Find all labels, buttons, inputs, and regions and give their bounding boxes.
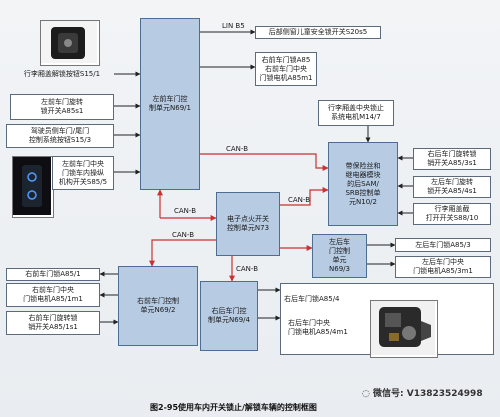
wechat-icon: ◌ [362,389,373,399]
box-lf-center-switch: 左前车门中央 门锁车内操纵 机构开关S85/5 [52,156,114,190]
box-rf-latch-switch: 右前车门旋转锁 销开关A85/1s1 [6,311,100,335]
label-canb-4: CAN-B [172,231,194,239]
box-trunk-release-switch: 行李厢盖解锁按钮S15/1 [23,69,101,78]
watermark: ◌ 微信号: V13823524998 [362,386,483,399]
bus-n73-n69-2 [149,239,216,267]
trunk-switch-image [41,21,97,63]
box-rl-latch-switch: 左后车门旋转 锁开关A85/4s1 [413,176,491,198]
caption-number: 图2-95 [150,403,179,412]
label-canb-3: CAN-B [288,196,310,204]
door-switch-photo [12,156,54,218]
figure-caption: 图2-95 使用车内开关锁止/解锁车辆的控制框图 [0,398,500,417]
lock-mechanism-photo [370,300,438,358]
box-rr-latch-switch: 右后车门旋转锁 销开关A85/3s1 [413,148,491,170]
label-lin-b5: LIN B5 [222,22,245,30]
label-canb-1: CAN-B [226,145,248,153]
rr-lock-motor-label: 右后车门中央 门锁电机A85/4m1 [288,319,348,336]
bus-n73-sam [280,187,329,206]
box-lf-door-control-unit: 左前车门控 制单元N69/1 [140,18,200,190]
box-rl-lock-motor: 左后车门中央 门锁电机A85/3m1 [395,256,491,278]
rr-lock-label: 右后车门锁A85/4 [284,295,340,303]
box-rf-lock-motor: 右前车门锁A85 右前车门中央 门锁电机A85m1 [255,52,317,86]
box-trunk-open-switch: 行李厢盖截 打开开关S88/10 [413,203,491,225]
door-switch-image [13,157,51,215]
caption-title: 使用车内开关锁止/解锁车辆的控制框图 [178,403,317,412]
lock-mechanism-image [371,301,435,355]
box-driver-switch: 驾驶员侧车门/尾门 控制系统按钮S15/3 [6,124,114,148]
box-rl-lock: 左后车门锁A85/3 [395,238,491,252]
connection-lines [99,29,413,325]
box-lf-latch-switch: 左前车门旋转 锁开关A85s1 [10,94,114,120]
box-rr-door-control-unit: 右后车门控 制单元N69/4 [200,281,258,351]
box-rear-sam-unit: 带保险丝和 继电器模块 的后SAM/ SRB控制单 元N10/2 [328,142,398,226]
watermark-text: 微信号: V13823524998 [373,389,483,399]
box-rf-door-control-unit: 右前车门控制 单元N69/2 [118,266,198,346]
box-ignition-control-unit: 电子点火开关 控制单元N73 [216,192,280,256]
label-canb-2: CAN-B [174,207,196,215]
box-trunk-lock-motor: 行李厢盖中央锁止 系统电机M14/7 [318,100,394,126]
box-rf-center-motor: 右前车门中央 门锁电机A85/1m1 [6,283,100,307]
label-canb-5: CAN-B [236,265,258,273]
trunk-switch-photo [40,20,100,66]
box-child-lock-switch: 后部侧窗儿童安全锁开关S20s5 [255,26,381,39]
box-rl-door-control-unit: 左后车 门控制 单元 N69/3 [312,234,367,278]
bus-n69-1-sam [200,153,329,171]
box-rf-lock: 右前车门锁A85/1 [6,268,100,281]
